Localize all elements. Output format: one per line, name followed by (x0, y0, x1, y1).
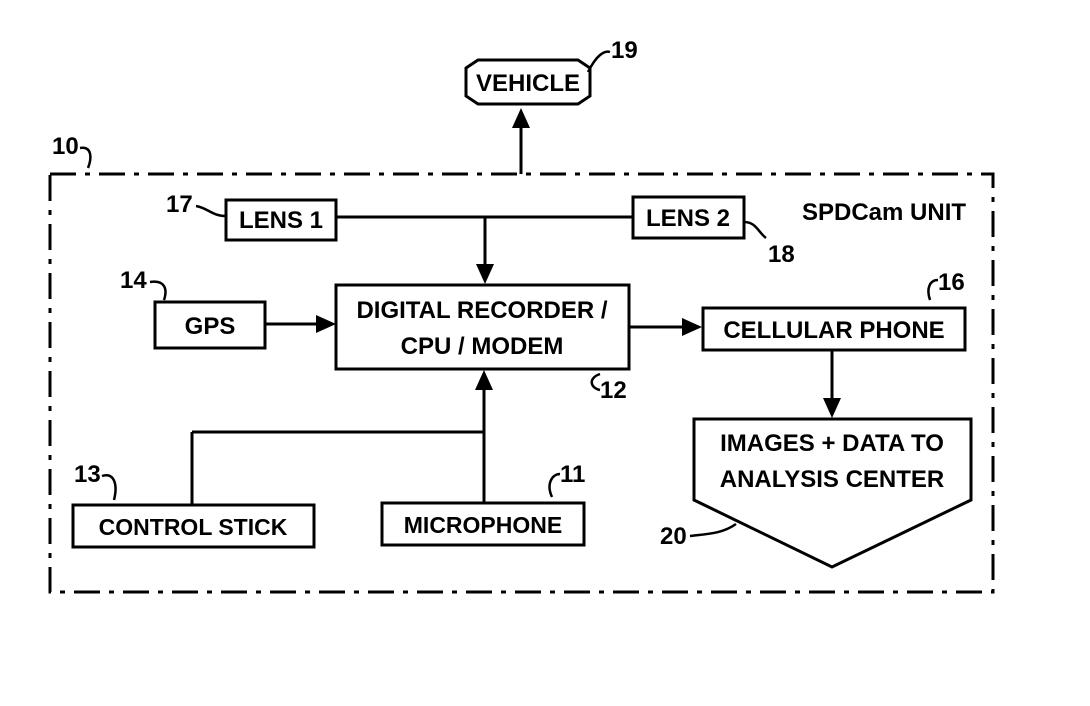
ref-lens2: 18 (743, 220, 795, 268)
ref-phone-number: 16 (938, 269, 965, 296)
analysis-label-line1: IMAGES + DATA TO (720, 430, 944, 457)
unit-boundary (48, 172, 995, 594)
ref-gps-number: 14 (120, 267, 147, 294)
gps-label: GPS (185, 313, 236, 340)
ref-lens1-number: 17 (166, 191, 193, 218)
recorder-block: DIGITAL RECORDER / CPU / MODEM (334, 283, 631, 371)
ref-unit: 10 (52, 133, 92, 169)
ref-analysis: 20 (660, 522, 737, 550)
lens1-block: LENS 1 (224, 198, 338, 242)
ref-vehicle-number: 19 (611, 37, 638, 64)
ref-phone: 16 (927, 269, 965, 301)
ref-unit-number: 10 (52, 133, 79, 160)
gps-block: GPS (153, 300, 267, 350)
control-stick-block: CONTROL STICK (71, 503, 316, 549)
ref-microphone: 11 (548, 461, 585, 498)
lens2-block: LENS 2 (631, 195, 746, 240)
microphone-label: MICROPHONE (404, 512, 562, 538)
arrow-recorder-to-phone (629, 318, 702, 336)
ref-gps: 14 (120, 267, 167, 301)
arrow-gps-to-recorder (265, 315, 336, 333)
arrow-to-vehicle (512, 108, 530, 174)
lens2-label: LENS 2 (646, 205, 730, 232)
recorder-label-line2: CPU / MODEM (401, 333, 564, 360)
ref-lens1: 17 (166, 191, 227, 218)
arrow-phone-to-analysis (823, 350, 841, 418)
ref-recorder-number: 12 (600, 377, 627, 404)
phone-label: CELLULAR PHONE (723, 317, 944, 344)
lens-bus (336, 215, 633, 284)
ref-vehicle: 19 (586, 37, 638, 73)
analysis-label-line2: ANALYSIS CENTER (720, 466, 944, 493)
vehicle-label: VEHICLE (476, 70, 580, 97)
microphone-block: MICROPHONE (380, 501, 586, 547)
ref-control-stick-number: 13 (74, 461, 101, 488)
recorder-label-line1: DIGITAL RECORDER / (356, 297, 607, 324)
ref-control-stick: 13 (74, 461, 117, 501)
phone-block: CELLULAR PHONE (701, 306, 967, 352)
control-stick-label: CONTROL STICK (99, 514, 288, 540)
vehicle-block: VEHICLE (464, 58, 592, 106)
ref-analysis-number: 20 (660, 523, 687, 550)
analysis-block: IMAGES + DATA TO ANALYSIS CENTER (692, 417, 973, 569)
ref-recorder: 12 (590, 372, 627, 404)
unit-label: SPDCam UNIT (802, 199, 966, 226)
lens1-label: LENS 1 (239, 207, 323, 234)
input-bus (190, 370, 493, 505)
ref-lens2-number: 18 (768, 241, 795, 268)
ref-microphone-number: 11 (560, 461, 585, 488)
